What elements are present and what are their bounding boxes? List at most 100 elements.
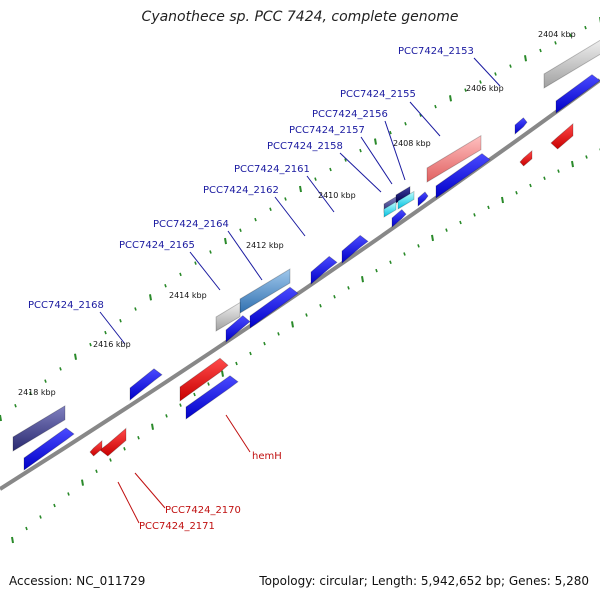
- tick-mark: [554, 41, 557, 45]
- tick-mark: [569, 33, 572, 37]
- tick-mark: [479, 80, 482, 84]
- tick-mark: [11, 536, 14, 544]
- tick-mark: [119, 319, 122, 323]
- gene-pcc7424-2155-box: [426, 134, 482, 183]
- tick-mark: [194, 261, 197, 265]
- tick-mark: [81, 479, 84, 486]
- gene-pcc7424-2165-box: [215, 301, 241, 332]
- leader-hemh: [225, 414, 251, 453]
- gene-label-pcc7424-2155[interactable]: PCC7424_2155: [340, 89, 416, 100]
- tick-mark: [89, 342, 92, 347]
- tick-mark: [291, 321, 294, 328]
- gene-plus-arrow: [249, 286, 299, 329]
- tick-mark: [299, 185, 302, 193]
- gene-label-pcc7424-2164[interactable]: PCC7424_2164: [153, 219, 229, 230]
- tick-mark: [207, 382, 210, 386]
- tick-mark: [104, 330, 107, 335]
- tick-mark: [529, 183, 532, 188]
- tick-mark: [584, 25, 587, 30]
- gene-plus-arrow: [341, 234, 369, 264]
- tick-mark: [359, 148, 362, 153]
- leader-pcc7424-2157: [360, 136, 393, 185]
- tick-mark: [164, 283, 167, 288]
- kbp-label: 2412 kbp: [246, 241, 284, 250]
- gene-plus-arrow: [185, 375, 239, 420]
- tick-mark: [59, 367, 62, 371]
- tick-mark: [44, 379, 47, 383]
- tick-mark: [319, 304, 322, 308]
- genome-backbone: [0, 78, 600, 491]
- gene-label-hemh[interactable]: hemH: [252, 451, 282, 462]
- tick-mark: [95, 469, 98, 474]
- tick-mark: [487, 205, 490, 210]
- tick-mark: [557, 169, 560, 173]
- tick-mark: [494, 72, 497, 76]
- tick-mark: [254, 217, 257, 222]
- tick-mark: [585, 155, 588, 159]
- gene-plus-arrow: [555, 74, 600, 114]
- tick-mark: [74, 353, 77, 360]
- tick-mark: [501, 196, 504, 204]
- gene-minus-arrow: [99, 427, 127, 457]
- tick-mark: [389, 260, 392, 265]
- gene-label-pcc7424-2162[interactable]: PCC7424_2162: [203, 185, 279, 196]
- gene-plus-arrow: [310, 255, 338, 285]
- tick-mark: [151, 423, 154, 430]
- gene-minus-arrow: [519, 149, 533, 167]
- tick-mark: [53, 503, 56, 508]
- gene-pcc7424-2168-box: [12, 405, 66, 452]
- gene-label-pcc7424-2161[interactable]: PCC7424_2161: [234, 164, 310, 175]
- gene-pcc7424-2158b-box: [383, 201, 397, 218]
- tick-mark: [193, 392, 196, 397]
- kbp-label: 2414 kbp: [169, 291, 207, 300]
- gene-label-pcc7424-2157[interactable]: PCC7424_2157: [289, 125, 365, 136]
- gene-label-pcc7424-2156[interactable]: PCC7424_2156: [312, 109, 388, 120]
- gene-label-pcc7424-2168[interactable]: PCC7424_2168: [28, 300, 104, 311]
- tick-mark: [14, 403, 17, 408]
- tick-mark: [179, 272, 182, 277]
- leader-pcc7424-2168: [99, 311, 126, 345]
- gene-label-pcc7424-2165[interactable]: PCC7424_2165: [119, 240, 195, 251]
- tick-mark: [29, 391, 32, 396]
- tick-mark: [389, 130, 392, 135]
- tick-mark: [67, 492, 70, 496]
- tick-mark: [239, 228, 242, 233]
- leader-pcc7424-2162: [274, 196, 306, 237]
- tick-mark: [149, 294, 152, 301]
- kbp-label: 2416 kbp: [93, 340, 131, 349]
- tick-mark: [109, 458, 112, 462]
- tick-mark: [431, 234, 434, 242]
- tick-mark: [269, 207, 272, 212]
- gene-label-pcc7424-2170[interactable]: PCC7424_2170: [165, 505, 241, 516]
- tick-mark: [39, 515, 42, 519]
- gene-label-pcc7424-2171[interactable]: PCC7424_2171: [139, 521, 215, 532]
- tick-mark: [403, 252, 406, 256]
- gene-plus-arrow: [225, 315, 251, 343]
- leader-pcc7424-2158: [339, 152, 382, 193]
- gene-label-pcc7424-2153[interactable]: PCC7424_2153: [398, 46, 474, 57]
- tick-mark: [347, 286, 350, 290]
- kbp-label: 2418 kbp: [18, 388, 56, 397]
- leader-pcc7424-2171: [117, 481, 140, 524]
- tick-mark: [449, 95, 452, 102]
- tick-mark: [417, 244, 420, 248]
- gene-features: [12, 39, 600, 471]
- tick-mark: [221, 370, 224, 377]
- tick-mark: [404, 122, 407, 126]
- tick-mark: [434, 104, 437, 109]
- gene-plus-arrow: [417, 191, 429, 207]
- tick-mark: [539, 48, 542, 53]
- kbp-label: 2410 kbp: [318, 191, 356, 200]
- kbp-label: 2404 kbp: [538, 30, 576, 39]
- leader-pcc7424-2161: [306, 175, 335, 213]
- gene-label-pcc7424-2158[interactable]: PCC7424_2158: [267, 141, 343, 152]
- tick-mark: [235, 361, 238, 366]
- tick-mark: [134, 307, 137, 311]
- leader-pcc7424-2156: [384, 120, 406, 181]
- leader-pcc7424-2165: [189, 251, 221, 291]
- tick-mark: [329, 167, 332, 172]
- map-title: Cyanothece sp. PCC 7424, complete genome: [141, 9, 459, 25]
- leader-pcc7424-2170: [134, 472, 166, 509]
- tick-mark: [515, 190, 518, 195]
